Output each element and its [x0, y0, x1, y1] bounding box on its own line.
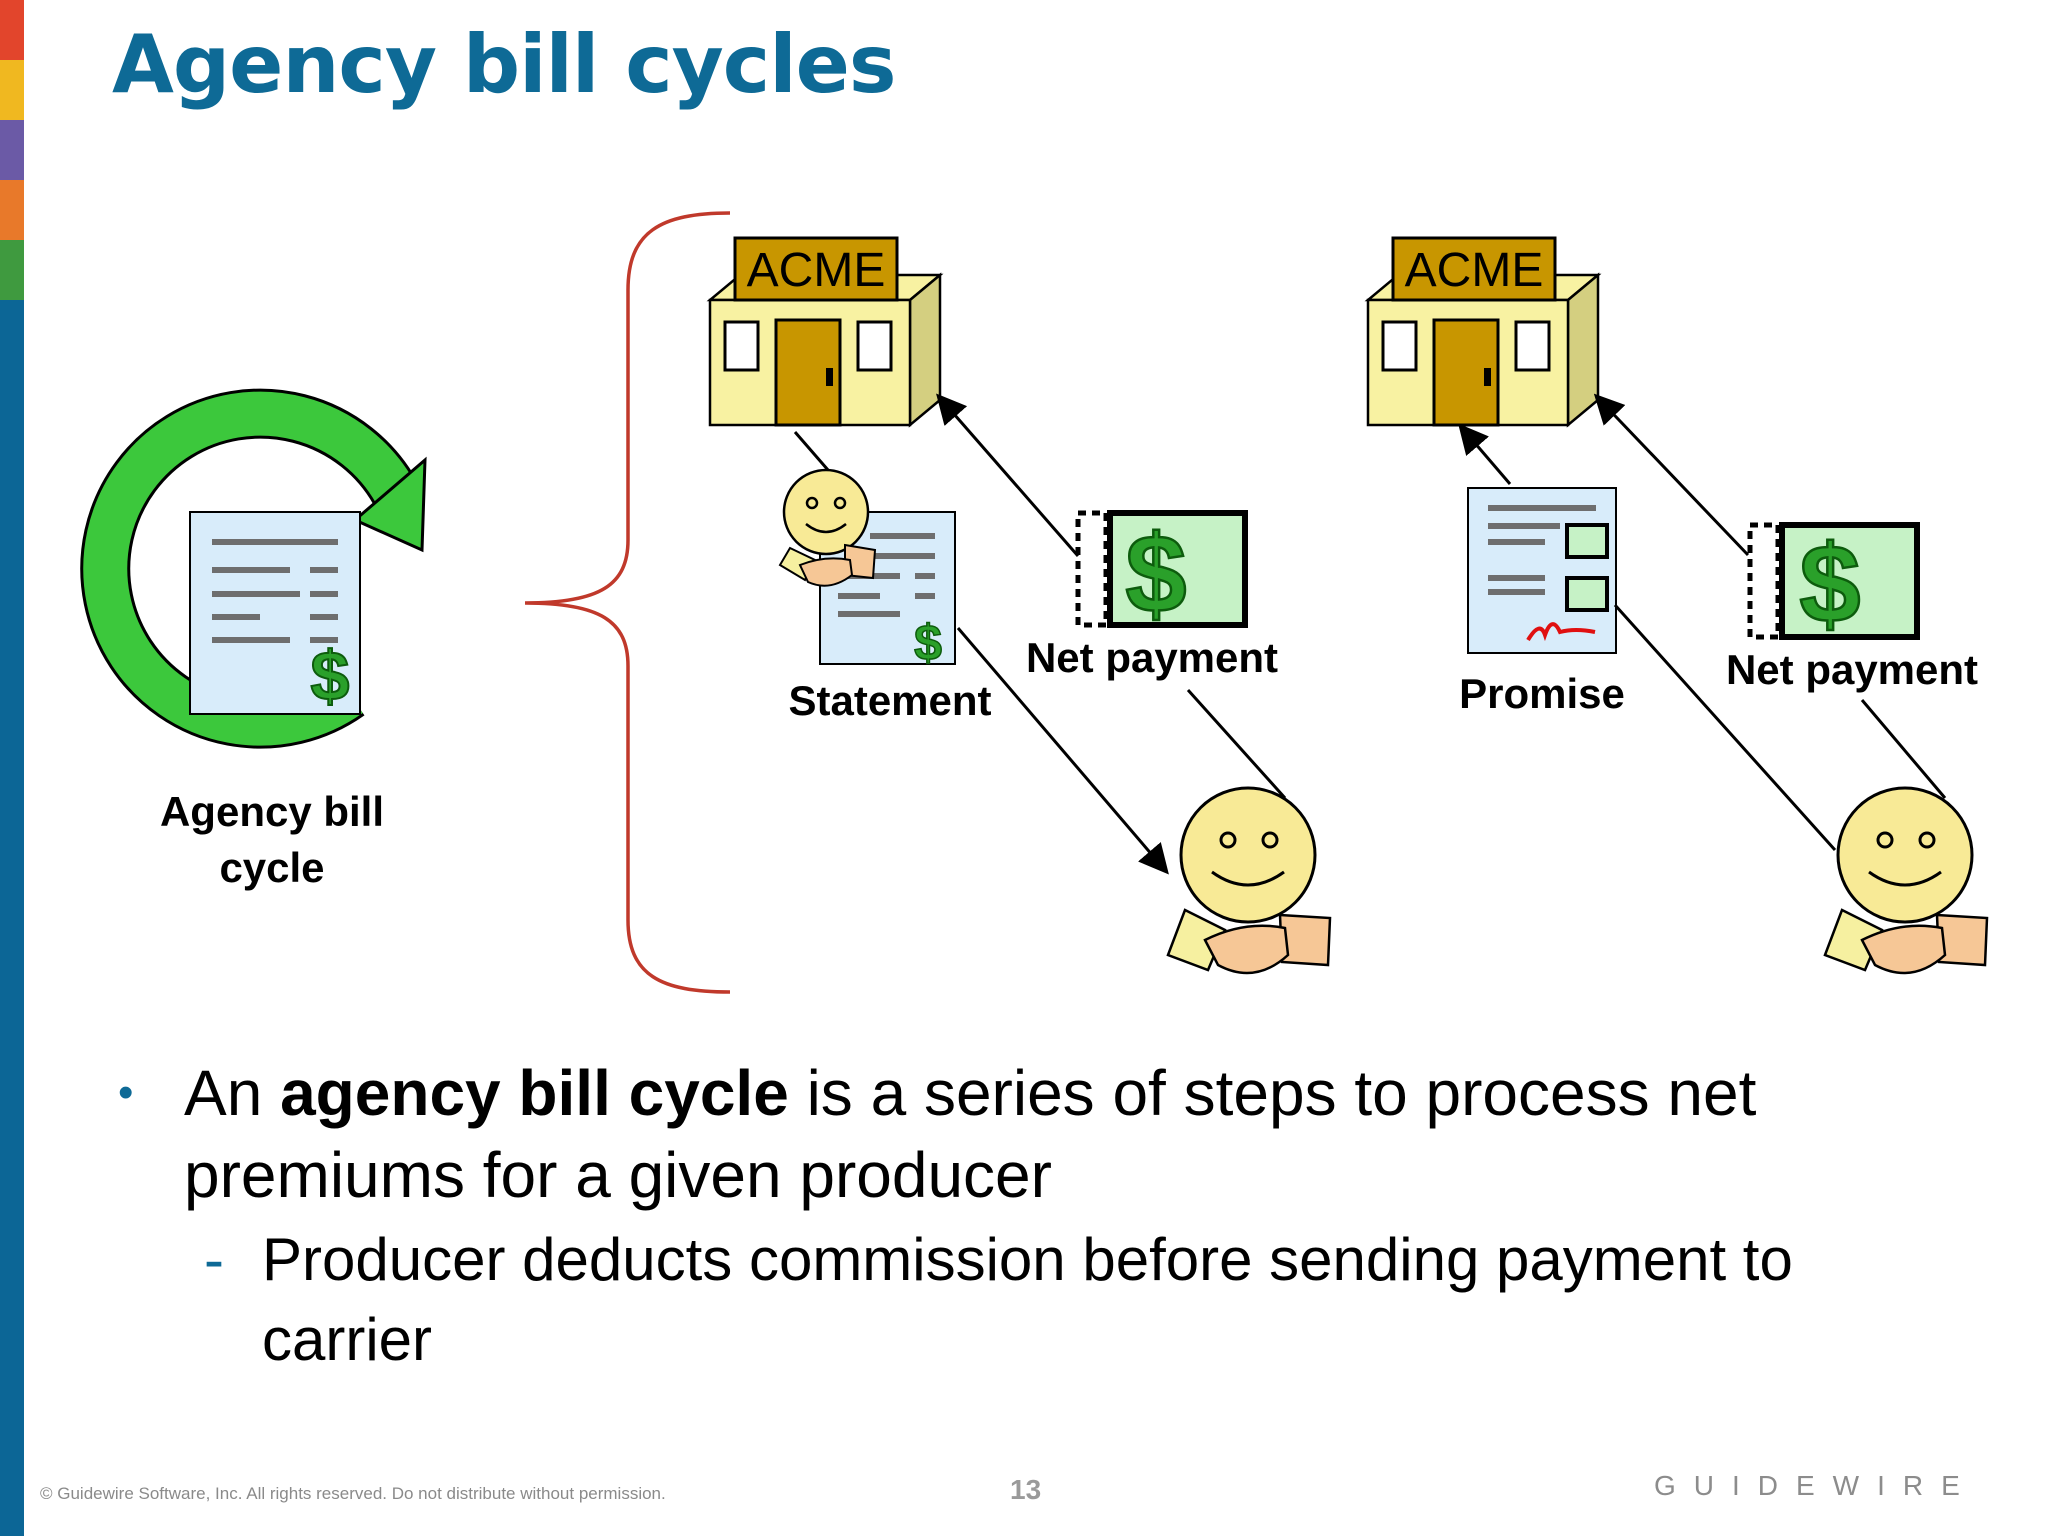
sub-bullet-1-text: Producer deducts commission before sendi… [262, 1226, 1793, 1373]
cycle-arrow-icon [80, 388, 427, 749]
stripe-orange [0, 180, 24, 240]
stripe-purple [0, 120, 24, 180]
right-producer-face-icon [1836, 786, 1974, 924]
statement-label: Statement [788, 677, 991, 724]
stripe-green [0, 240, 24, 300]
right-producer-handshake-icon [1823, 908, 1989, 975]
left-acme-building-icon [706, 236, 944, 428]
net-payment-left-label: Net payment [1026, 634, 1278, 681]
right-money-dollar-icon: $ [1799, 523, 1860, 646]
stripe-yellow [0, 60, 24, 120]
arrow-promise-to-right-building [1458, 423, 1512, 485]
connector-promise-to-producer [1613, 603, 1837, 852]
left-producer-face-icon [1179, 786, 1317, 924]
cycle-label-line2: cycle [219, 844, 324, 891]
slide-title: Agency bill cycles [112, 18, 896, 111]
arrow-money-to-right-building [1593, 393, 1750, 557]
statement-dollar-icon: $ [914, 615, 942, 671]
left-acme-sign: ACME [747, 244, 886, 297]
left-money-dollar-icon: $ [1125, 513, 1186, 636]
sub-bullet-1: - Producer deducts commission before sen… [112, 1220, 1952, 1380]
left-money-icon [1075, 510, 1248, 628]
footer-copyright: © Guidewire Software, Inc. All rights re… [40, 1484, 666, 1503]
promise-document-icon [1467, 487, 1617, 654]
guidewire-logo: GUIDEWIRE [1654, 1470, 1978, 1501]
promise-label: Promise [1459, 670, 1625, 717]
sub-bullet-dash: - [204, 1226, 224, 1293]
arrow-statement-to-producer [956, 627, 1169, 875]
bullet-1-bold-term: agency bill cycle [280, 1057, 789, 1129]
right-acme-building-icon [1364, 236, 1602, 428]
cycle-label-line1: Agency bill [160, 788, 384, 835]
small-handshake-icon [778, 543, 877, 587]
bullet-list: • An agency bill cycle is a series of st… [112, 1052, 1952, 1380]
bullet-1-prefix: An [184, 1057, 281, 1129]
connector-right-net-payment-to-producer [1860, 699, 1947, 799]
net-payment-right-label: Net payment [1726, 646, 1978, 693]
connector-net-payment-to-producer [1186, 688, 1287, 800]
curly-bracket [524, 211, 731, 994]
page-number: 13 [1010, 1474, 1042, 1505]
agency-bill-diagram: $ Agency bill cycle ACME ACME [80, 211, 1989, 994]
cycle-dollar-icon: $ [311, 637, 350, 715]
arrow-money-to-left-building [936, 393, 1080, 557]
bullet-dot: • [118, 1068, 134, 1117]
bullet-1: • An agency bill cycle is a series of st… [112, 1052, 1952, 1216]
bullet-1-rest: is a series of steps to process net prem… [184, 1057, 1757, 1211]
small-agent-face-icon [782, 468, 870, 556]
stripe-red [0, 0, 24, 60]
cycle-document-icon [189, 511, 361, 715]
connector-building-to-agent [793, 431, 830, 471]
right-money-icon [1747, 522, 1920, 640]
side-color-stripe [0, 0, 24, 1536]
right-acme-sign: ACME [1405, 244, 1544, 297]
left-producer-handshake-icon [1166, 908, 1332, 975]
stripe-blue [0, 300, 24, 1536]
